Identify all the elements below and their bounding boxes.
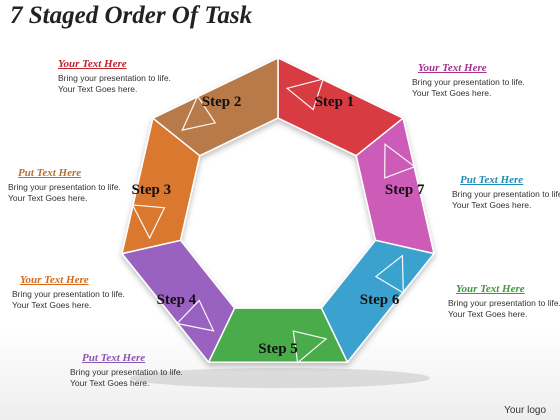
note-mid-right-1: Put Text Here Bring your presentation to… xyxy=(452,174,560,211)
arrow-step-4 xyxy=(175,299,215,332)
step-label-6: Step 6 xyxy=(360,292,400,308)
arrow-step-7 xyxy=(384,143,416,179)
note-heading: Put Text Here xyxy=(18,167,82,179)
note-body: Bring your presentation to life. Your Te… xyxy=(12,289,125,310)
step-label-2: Step 2 xyxy=(202,94,242,110)
note-heading: Put Text Here xyxy=(82,352,146,364)
segment-step-2 xyxy=(152,57,279,157)
note-body: Bring your presentation to life. Your Te… xyxy=(58,73,171,94)
cycle-step-labels: Step 1 Step 7 Step 6 Step 5 Step 4 Step 3 Step… xyxy=(132,94,425,357)
note-bottom-left: Put Text Here Bring your presentation to… xyxy=(70,352,190,389)
arrow-step-2 xyxy=(181,94,217,131)
note-mid-right-2: Your Text Here Bring your presentation t… xyxy=(448,283,560,320)
step-label-5: Step 5 xyxy=(258,341,298,357)
note-body: Bring your presentation to life. Your Te… xyxy=(70,367,183,388)
note-body: Bring your presentation to life. Your Te… xyxy=(448,298,560,319)
arrow-step-6 xyxy=(374,254,404,294)
cycle-arrows xyxy=(131,78,416,364)
note-mid-left-1: Put Text Here Bring your presentation to… xyxy=(8,167,128,204)
note-heading: Your Text Here xyxy=(20,274,89,286)
arrow-step-1 xyxy=(285,78,325,111)
note-heading: Your Text Here xyxy=(456,283,525,295)
cycle-segments xyxy=(121,57,435,363)
note-heading: Your Text Here xyxy=(58,58,127,70)
arrow-step-5 xyxy=(292,330,328,364)
note-top-right: Your Text Here Bring your presentation t… xyxy=(412,62,532,99)
note-heading: Your Text Here xyxy=(418,62,487,74)
logo-text: Your logo xyxy=(504,405,546,416)
step-label-3: Step 3 xyxy=(132,182,172,198)
diagram-shadow xyxy=(130,368,430,388)
note-top-left: Your Text Here Bring your presentation t… xyxy=(58,58,178,95)
note-body: Bring your presentation to life. Your Te… xyxy=(412,77,525,98)
step-label-4: Step 4 xyxy=(157,292,197,308)
step-label-1: Step 1 xyxy=(315,94,355,110)
note-body: Bring your presentation to life. Your Te… xyxy=(8,182,121,203)
page-title: 7 Staged Order Of Task xyxy=(10,2,253,29)
note-body: Bring your presentation to life. Your Te… xyxy=(452,189,560,210)
arrow-step-3 xyxy=(131,204,166,240)
step-label-7: Step 7 xyxy=(385,182,425,198)
note-mid-left-2: Your Text Here Bring your presentation t… xyxy=(12,274,132,311)
note-heading: Put Text Here xyxy=(460,174,524,186)
